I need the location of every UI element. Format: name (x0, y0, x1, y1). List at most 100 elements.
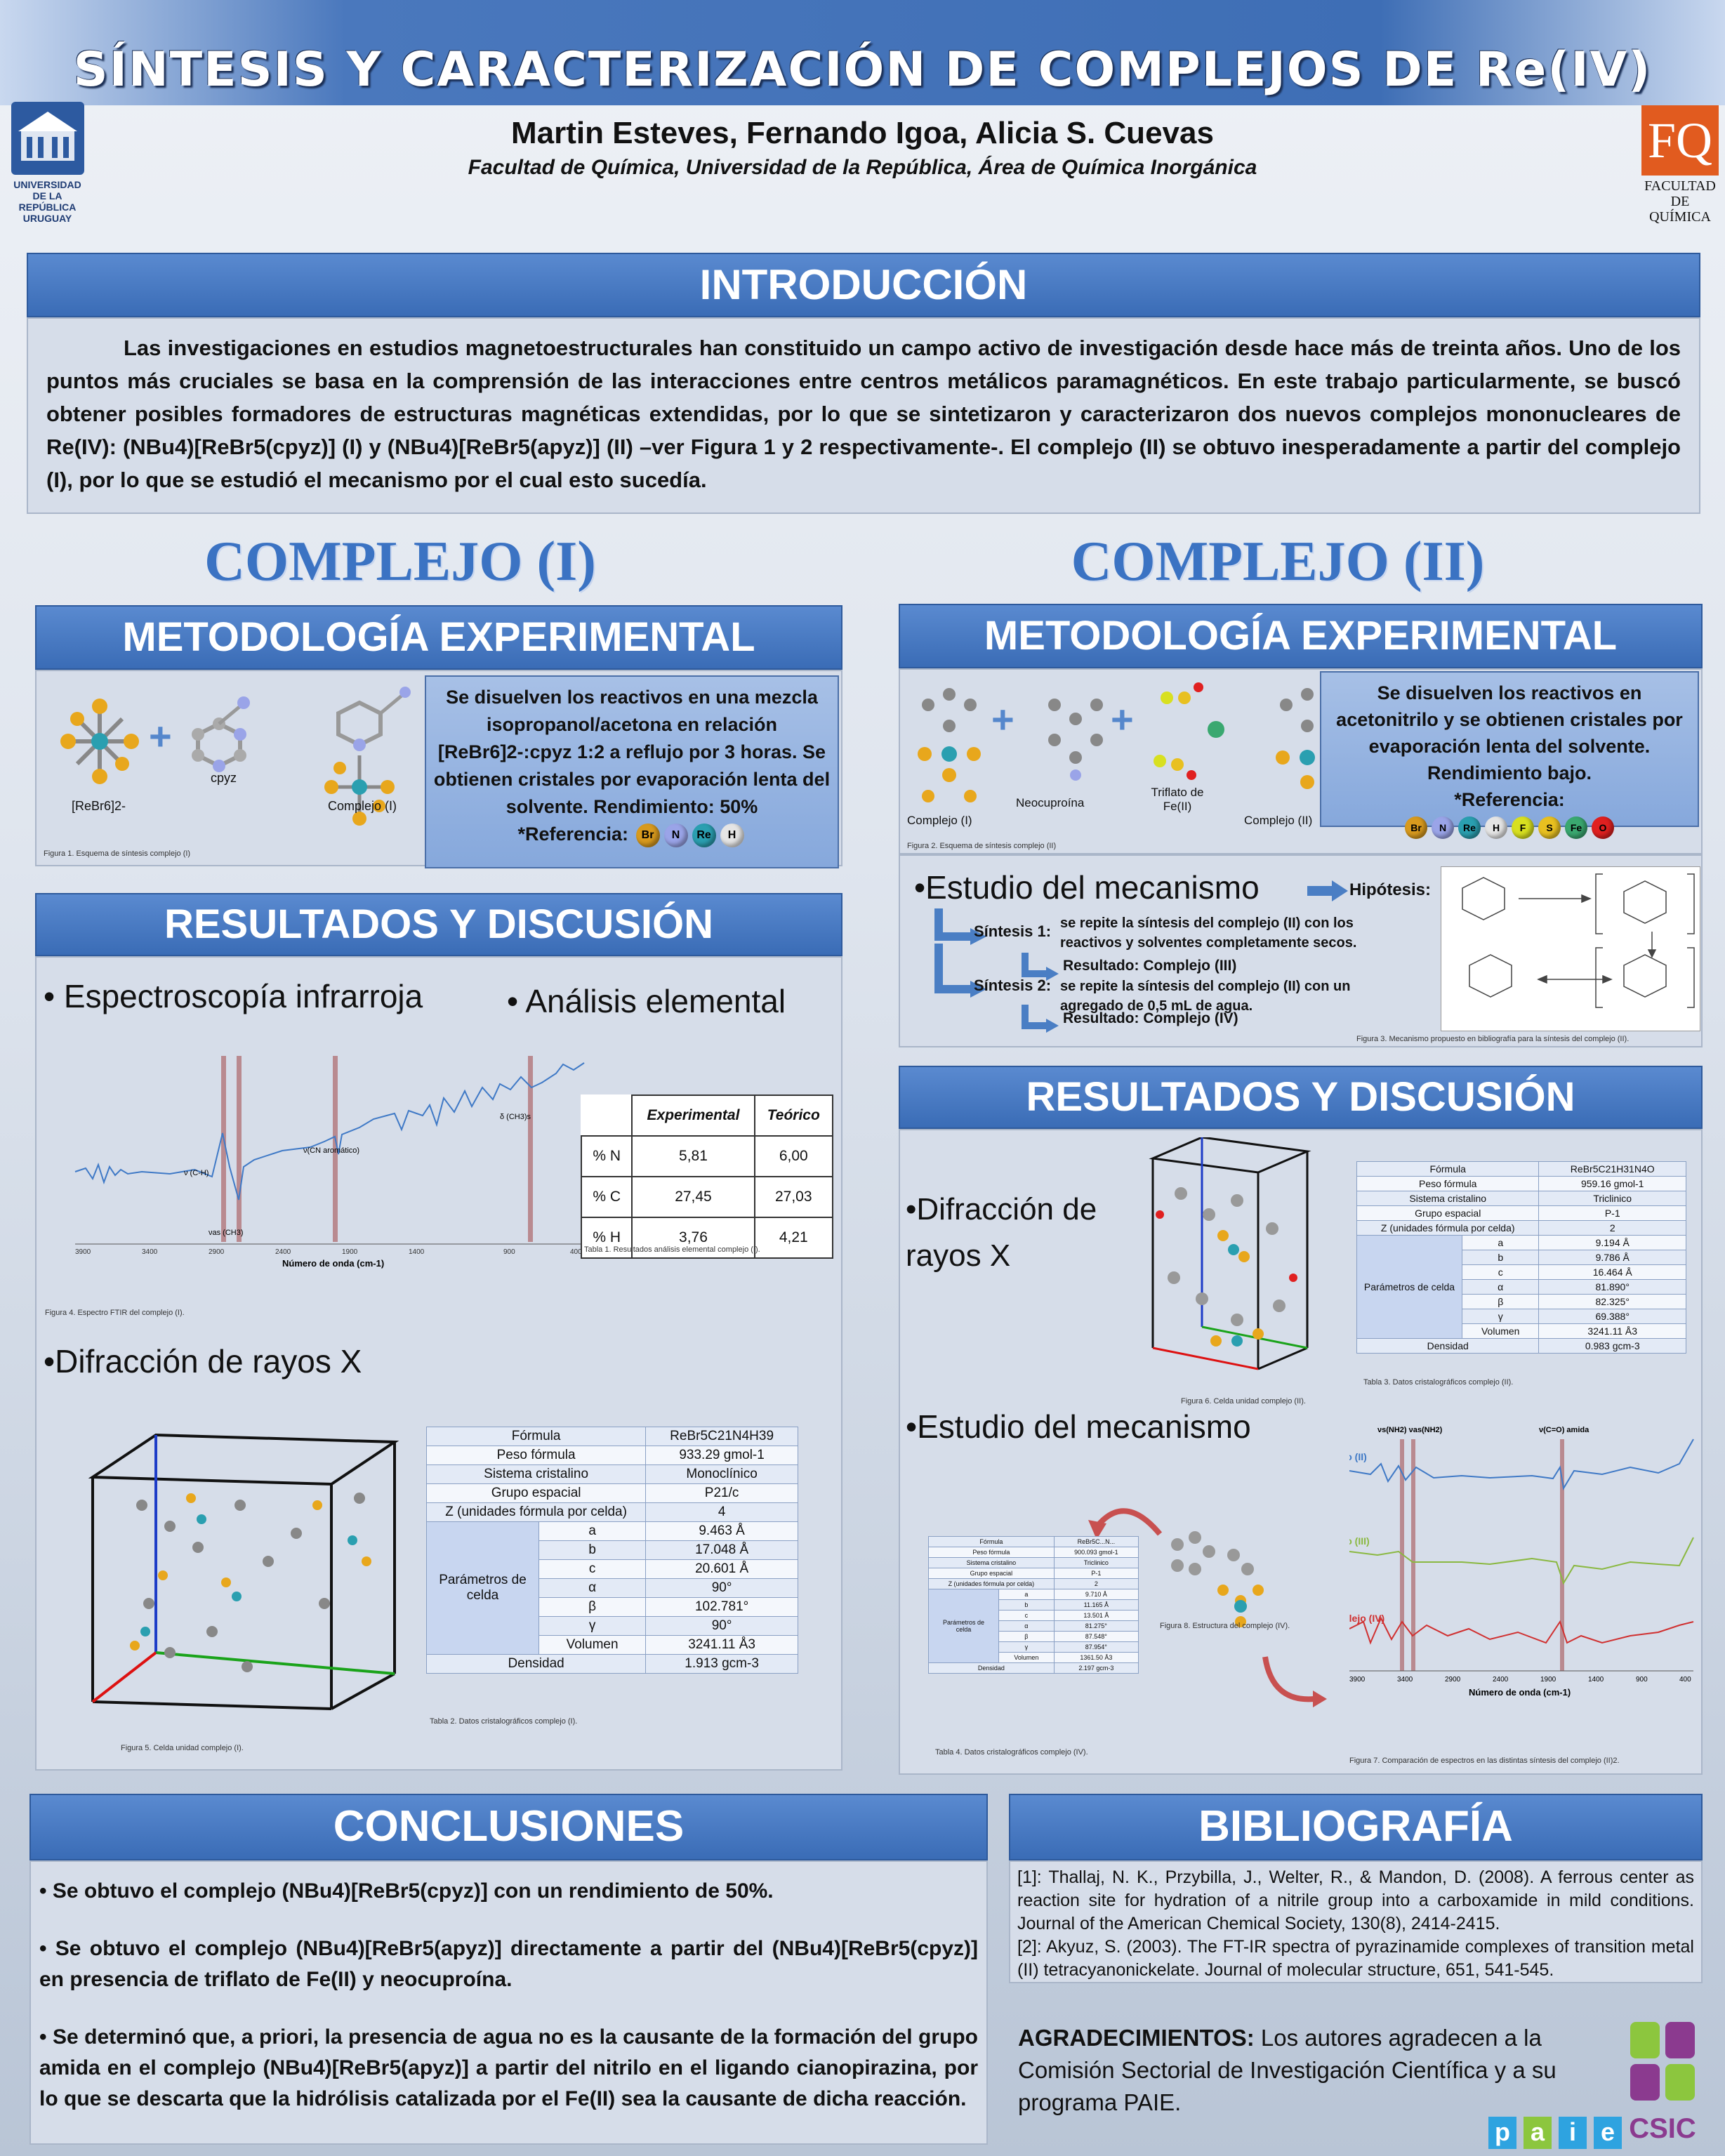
complex4-structure (1171, 1531, 1264, 1627)
spec-ann-nh2: νs(NH2) νas(NH2) (1377, 1426, 1443, 1434)
o-atom-icon: O (1592, 816, 1614, 839)
t2-cell: β (538, 1597, 647, 1617)
csic-text: CSIC (1629, 2113, 1696, 2144)
complex1-heading: COMPLEJO (I) (204, 531, 596, 593)
t4-cell-params: Parámetros de celda (928, 1589, 999, 1663)
bibliography-panel: [1]: Thallaj, N. K., Przybilla, J., Welt… (1009, 1860, 1703, 1983)
ir-ann-ch3: νas (CH3) (209, 1229, 244, 1237)
h-atom-icon: H (720, 823, 744, 847)
fig5-caption: Figura 5. Celda unidad complejo (I). (121, 1744, 244, 1752)
t4-cell: 2 (1053, 1578, 1139, 1589)
fe-atom-icon: Fe (1565, 816, 1587, 839)
t2-cell: 933.29 gmol-1 (645, 1446, 798, 1465)
re-atom-icon: Re (1458, 816, 1481, 839)
ea-cell: 6,00 (753, 1135, 834, 1177)
t4-cell: 11.165 Å (1053, 1599, 1139, 1611)
t4-cell: 81.275° (1053, 1620, 1139, 1632)
reference-item: [2]: Akyuz, S. (2003). The FT-IR spectra… (1017, 1937, 1694, 1980)
ir-ann-cn: ν(CN aromático) (303, 1146, 359, 1155)
c1-label-cpyz: cpyz (211, 771, 237, 785)
tab4-caption: Tabla 4. Datos cristalográficos complejo… (935, 1748, 1088, 1757)
synthesis2-text: se repite la síntesis del complejo (II) … (1060, 979, 1351, 1014)
c1-method-box: Se disuelven los reactivos en una mezcla… (425, 675, 839, 868)
svg-text:+: + (149, 714, 172, 758)
ir-ann-delta: δ (CH3)s (500, 1113, 531, 1121)
affiliation: Facultad de Química, Universidad de la R… (468, 156, 1257, 179)
c2-method-box: Se disuelven los reactivos en acetonitri… (1320, 671, 1699, 839)
conclusion-item: • Se obtuvo el complejo (NBu4)[ReBr5(cpy… (39, 1879, 774, 1903)
ea-bullet: • Análisis elemental (507, 983, 786, 1019)
ea-cell: 5,81 (631, 1135, 755, 1177)
t4-cell: Volumen (998, 1652, 1055, 1663)
t4-cell: c (998, 1610, 1055, 1621)
t3-cell: 0.983 gcm-3 (1538, 1338, 1686, 1354)
br-atom-icon: Br (1405, 816, 1427, 839)
br-atom-icon: Br (635, 823, 660, 847)
t3-cell: Grupo espacial (1356, 1205, 1540, 1221)
ir-tick: 2400 (275, 1248, 291, 1256)
t3-cell: P-1 (1538, 1205, 1686, 1221)
ir-tick: 3400 (142, 1248, 158, 1256)
ack-text: Los autores agradecen a la Comisión Sect… (1018, 2025, 1557, 2115)
conclusion-item: • Se determinó que, a priori, la presenc… (39, 2025, 978, 2110)
reference-item: [1]: Thallaj, N. K., Przybilla, J., Welt… (1017, 1867, 1694, 1933)
complex1-molecule (324, 687, 411, 826)
t2-cell: α (538, 1578, 647, 1598)
ir2-tick: 900 (1636, 1676, 1648, 1684)
fig7-caption: Figura 7. Comparación de espectros en la… (1349, 1757, 1620, 1765)
building-icon (11, 102, 84, 175)
spec-label-c3: Complejo (III) (1349, 1535, 1370, 1547)
t2-cell: 102.781° (645, 1597, 798, 1617)
intro-text: Las investigaciones en estudios magnetoe… (46, 336, 1681, 492)
fquim-logo: FQ FACULTAD DE QUÍMICA (1639, 105, 1721, 225)
t2-cell: 1.913 gcm-3 (645, 1654, 798, 1674)
c2-xrd-bullet: •Difracción de rayos X (906, 1192, 1097, 1273)
h-atom-icon: H (1485, 816, 1507, 839)
paie-letter: a (1524, 2117, 1552, 2149)
t4-cell: ReBr5C...N... (1053, 1536, 1139, 1547)
ir2-tick: 400 (1679, 1676, 1691, 1684)
ack-label: AGRADECIMIENTOS: (1018, 2025, 1255, 2051)
ir-comparison-chart: νs(NH2) νas(NH2) ν(C=O) amida Complejo (… (1349, 1426, 1694, 1698)
conclusions-panel: • Se obtuvo el complejo (NBu4)[ReBr5(cpy… (29, 1860, 988, 2145)
c1-label-rebr6: [ReBr6]2- (72, 799, 126, 813)
n-atom-icon: N (663, 823, 688, 847)
c2-methods-title: METODOLOGÍA EXPERIMENTAL (899, 604, 1703, 668)
t3-cell: 81.890° (1538, 1279, 1686, 1295)
c1-ref-label: *Referencia: (517, 824, 629, 845)
c2-label-triflate: Triflato de Fe(II) (1151, 786, 1204, 813)
t4-cell: b (998, 1599, 1055, 1611)
ir2-tick: 2400 (1493, 1676, 1509, 1684)
t2-cell: 4 (645, 1502, 798, 1522)
t2-cell: γ (538, 1616, 647, 1636)
t4-cell: 87.548° (1053, 1631, 1139, 1642)
ir2-tick: 1900 (1540, 1676, 1557, 1684)
result2: Resultado: Complejo (IV) (1063, 1010, 1238, 1026)
ir-xlabel: Número de onda (cm-1) (282, 1258, 384, 1269)
c2-label-c1: Complejo (I) (907, 814, 972, 827)
ea-cell: % N (580, 1135, 633, 1177)
t3-cell: α (1461, 1279, 1540, 1295)
c1-synthesis-scheme: + (60, 687, 411, 826)
conclusion-item: • Se obtuvo el complejo (NBu4)[ReBr5(apy… (39, 1937, 978, 1991)
t4-cell: 13.501 Å (1053, 1610, 1139, 1621)
t3-cell: c (1461, 1264, 1540, 1280)
c1-results-title: RESULTADOS Y DISCUSIÓN (35, 893, 842, 956)
t2-cell: c (538, 1559, 647, 1579)
ea-cell: 27,45 (631, 1176, 755, 1218)
result-arrow-icon (1022, 953, 1059, 981)
c2-synthesis-scheme: + + (918, 682, 1339, 802)
t2-cell: 20.601 Å (645, 1559, 798, 1579)
ir2-tick: 3900 (1349, 1676, 1366, 1684)
t3-cell: 69.388° (1538, 1309, 1686, 1324)
ir2-xlabel: Número de onda (cm-1) (1469, 1687, 1571, 1698)
ea-cell: 3,76 (631, 1217, 755, 1259)
c2-method-text: Se disuelven los reactivos en acetonitri… (1336, 682, 1683, 783)
t3-cell: Triclinico (1538, 1191, 1686, 1206)
triflate-molecule (1154, 682, 1224, 780)
bibliography-title: BIBLIOGRAFÍA (1009, 1794, 1703, 1860)
svg-text:+: + (991, 697, 1014, 741)
result-arrow-icon (1022, 1005, 1059, 1033)
t4-cell: 9.710 Å (1053, 1589, 1139, 1600)
